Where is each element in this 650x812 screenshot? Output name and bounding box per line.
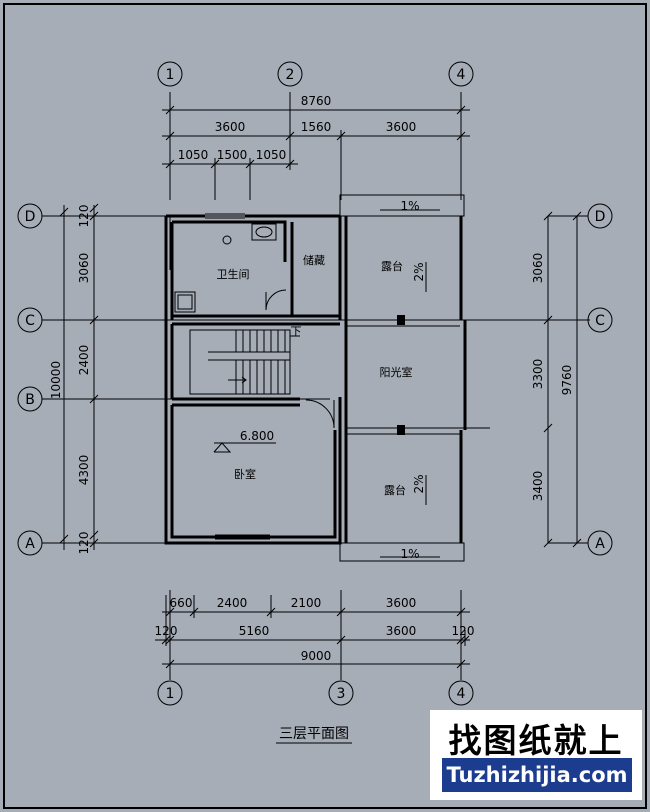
grid-left-C: C (25, 313, 35, 329)
dim-right-3400: 3400 (531, 471, 545, 502)
grid-left-D: D (25, 209, 36, 225)
elevation-mark (213, 442, 276, 453)
dim-left-120-top: 120 (77, 205, 91, 228)
slope-bottom-vertical: 2% (412, 474, 426, 493)
room-label-bedroom: 卧室 (234, 467, 256, 481)
grid-bubbles-left (17, 203, 43, 556)
grid-bubbles-right (587, 203, 613, 556)
grid-right-C: C (595, 313, 605, 329)
bathroom-fixtures (174, 223, 287, 313)
grid-left-A: A (25, 536, 35, 552)
room-label-terrace-top: 露台 (381, 259, 403, 273)
elevation-label: 6.800 (240, 429, 274, 443)
dim-top-1050-b: 1050 (256, 148, 287, 162)
room-label-bathroom: 卫生间 (217, 267, 250, 281)
dim-left-2400: 2400 (77, 345, 91, 376)
dim-top-3600-b: 3600 (386, 120, 417, 134)
dim-bottom-120-right: 120 (452, 624, 475, 638)
grid-right-A: A (595, 536, 605, 552)
watermark-text: 找图纸就上 (448, 721, 624, 760)
dimension-lines-left (59, 203, 99, 550)
dim-left-120-bottom: 120 (77, 532, 91, 555)
dim-top-overall: 8760 (301, 94, 332, 108)
dim-left-overall: 10000 (49, 361, 63, 399)
drawing-title: 三层平面图 (279, 726, 349, 742)
dim-right-overall: 9760 (560, 365, 574, 396)
dim-bottom-overall: 9000 (301, 649, 332, 663)
grid-bottom-1: 1 (166, 686, 175, 702)
dim-bottom-3600-a: 3600 (386, 596, 417, 610)
grid-bottom-3: 3 (337, 686, 346, 702)
grid-bubbles-bottom (157, 680, 474, 706)
dim-bottom-660: 660 (170, 596, 193, 610)
grid-left-B: B (25, 392, 35, 408)
room-label-sunroom: 阳光室 (380, 365, 413, 379)
dim-top-3600-a: 3600 (215, 120, 246, 134)
slope-bottom-horizontal: 1% (400, 547, 419, 561)
dim-bottom-2100: 2100 (291, 596, 322, 610)
dim-bottom-2400: 2400 (217, 596, 248, 610)
drawing-border (3, 3, 647, 809)
room-label-terrace-bottom: 露台 (384, 483, 406, 497)
dim-bottom-5160: 5160 (239, 624, 270, 638)
dim-top-1050-a: 1050 (178, 148, 209, 162)
slope-top-vertical: 2% (412, 262, 426, 281)
grid-bubbles-top (157, 61, 474, 87)
dim-top-1500: 1500 (217, 148, 248, 162)
dim-top-1560: 1560 (301, 120, 332, 134)
stair-down-label: 下 (291, 325, 302, 338)
grid-top-1: 1 (166, 67, 175, 83)
dim-right-3300: 3300 (531, 359, 545, 390)
room-label-storage: 储藏 (303, 253, 325, 267)
dim-right-3060: 3060 (531, 253, 545, 284)
grid-top-4: 4 (457, 67, 466, 83)
dimension-lines-top (162, 92, 470, 200)
grid-right-D: D (595, 209, 606, 225)
columns (397, 315, 405, 435)
slope-top-horizontal: 1% (400, 199, 419, 213)
dim-bottom-3600-b: 3600 (386, 624, 417, 638)
dimension-lines-bottom (155, 590, 470, 680)
slope-arrows (380, 209, 440, 558)
dim-left-4300: 4300 (77, 455, 91, 486)
dim-left-3060: 3060 (77, 253, 91, 284)
dimension-lines-right (543, 211, 582, 548)
watermark-url: Tuzhizhijia.com (442, 758, 632, 792)
grid-bottom-4: 4 (457, 686, 466, 702)
staircase (189, 329, 300, 395)
walls (164, 214, 467, 545)
dim-bottom-120-left: 120 (155, 624, 178, 638)
grid-top-2: 2 (286, 67, 295, 83)
bedroom-door (305, 399, 335, 429)
watermark-badge: 找图纸就上 Tuzhizhijia.com (430, 710, 642, 800)
